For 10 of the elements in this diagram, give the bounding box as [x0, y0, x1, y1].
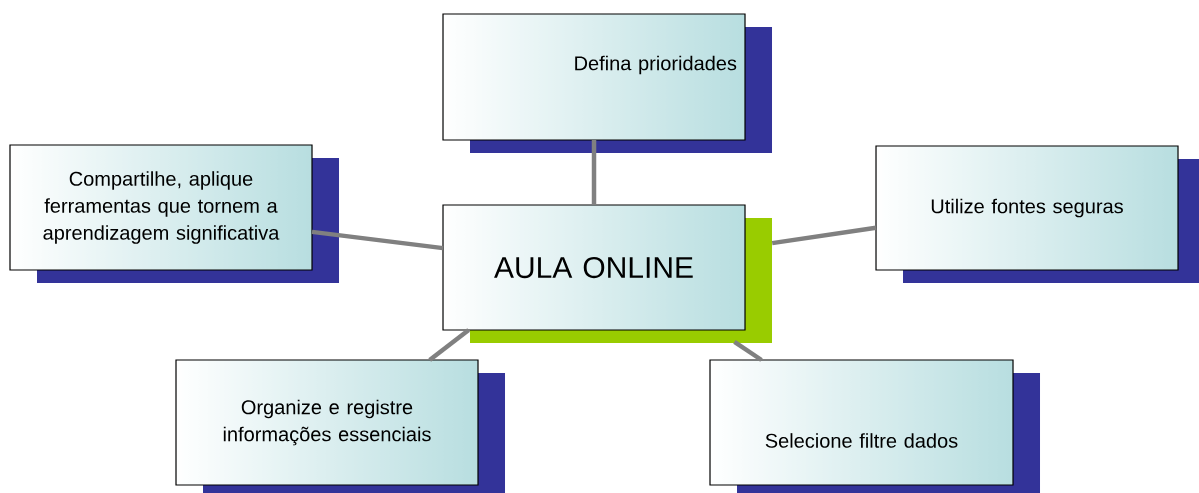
connector-line: [591, 140, 597, 205]
connector-line: [428, 328, 471, 362]
text-box: AULA ONLINE: [442, 204, 772, 343]
text-box: Defina prioridades: [442, 13, 772, 153]
connector-line: [771, 225, 877, 246]
text-box: Compartilhe, aplique ferramentas que tornem a aprendizagem significativa: [9, 144, 339, 283]
text-box: Selecione filtre dados: [709, 359, 1040, 493]
text-box: Organize e registre informações essenciais: [175, 359, 505, 493]
connector-line: [311, 229, 444, 251]
text-box: Utilize fontes seguras: [875, 145, 1199, 283]
